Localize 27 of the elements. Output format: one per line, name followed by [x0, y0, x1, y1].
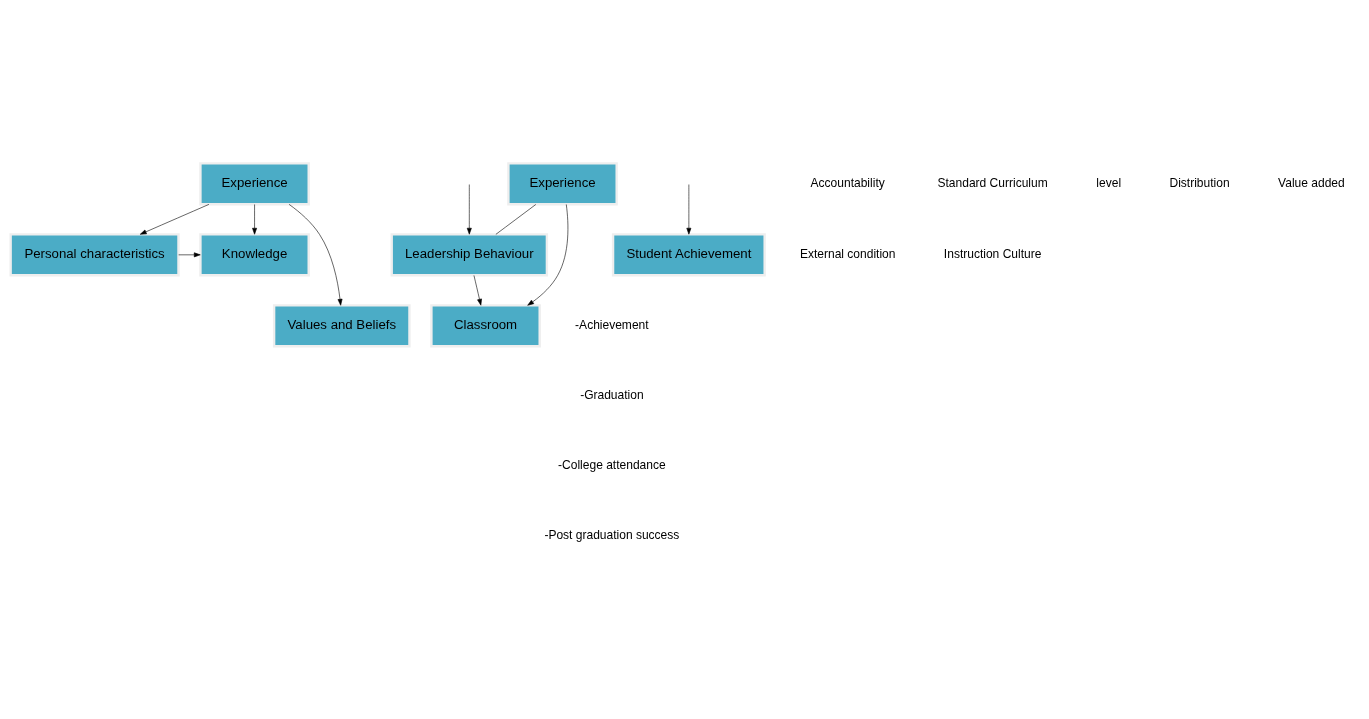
node-box: Knowledge [199, 233, 310, 277]
label: Distribution [1169, 175, 1230, 190]
arrow [473, 275, 482, 306]
node-box: Personal characteristics [9, 233, 180, 277]
label: Value added [1278, 175, 1345, 190]
node-box: Student Achievement [611, 233, 766, 277]
label: Instruction Culture [943, 246, 1042, 261]
arrow [466, 184, 472, 235]
arrow [288, 204, 343, 306]
arrow [527, 204, 569, 306]
label: Accountability [810, 175, 885, 190]
label: External condition [799, 246, 896, 261]
label: -College attendance [558, 457, 666, 472]
label: level [1096, 175, 1122, 190]
label: -Achievement [575, 317, 649, 332]
label: -Post graduation success [544, 527, 680, 542]
node-box: Leadership Behaviour [390, 233, 549, 277]
arrow [178, 252, 201, 258]
arrow [252, 204, 257, 235]
arrow [139, 204, 210, 235]
label: -Graduation [580, 388, 644, 403]
node-box: Values and Beliefs [272, 304, 411, 348]
node-box: Experience [199, 162, 310, 206]
node-box: Experience [507, 162, 618, 206]
node-box: Classroom [430, 304, 541, 348]
label: Standard Curriculum [937, 175, 1048, 190]
arrow [686, 184, 692, 235]
